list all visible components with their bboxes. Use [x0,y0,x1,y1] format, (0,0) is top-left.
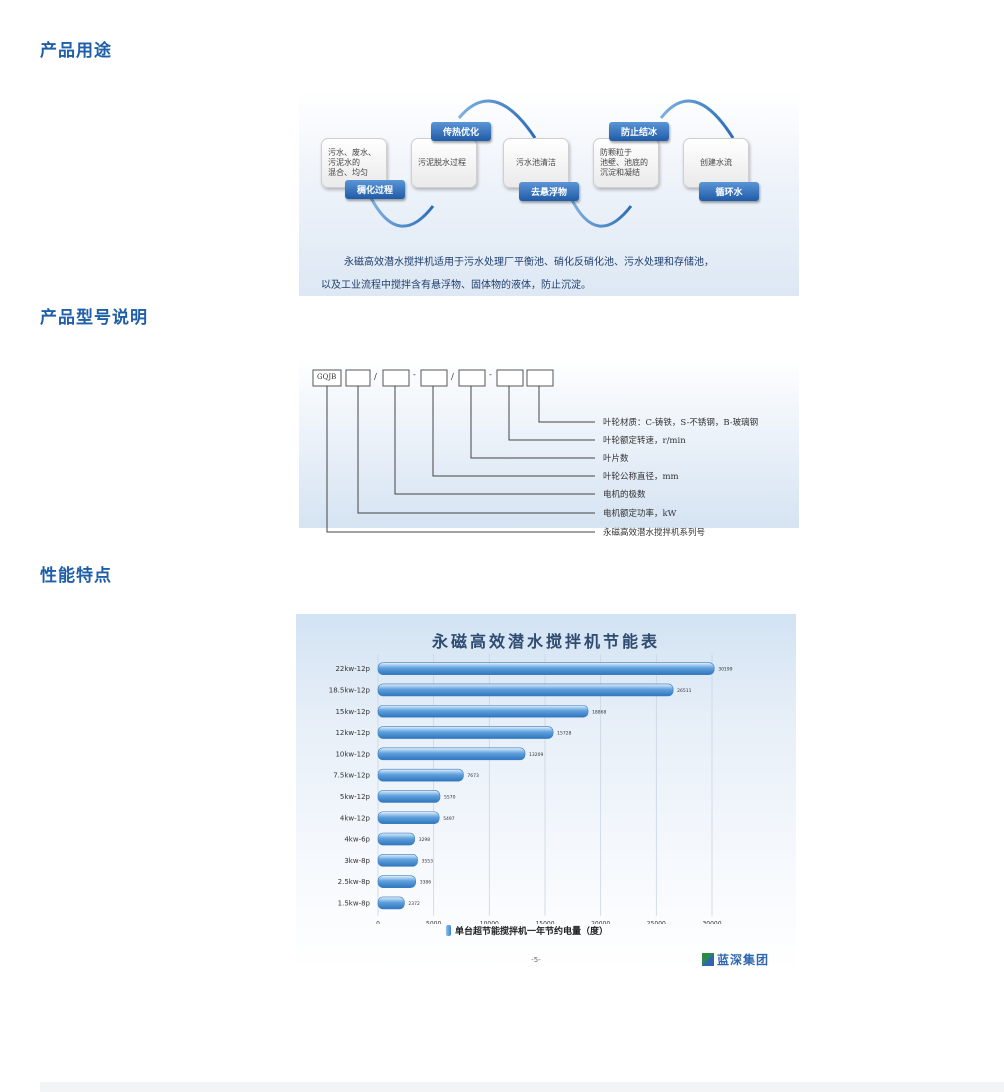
section-title-usage: 产品用途 [40,41,112,61]
logo-text: 蓝深集团 [717,953,770,967]
usage-tag-1: 稠化过程 [345,180,405,199]
data-label: 3298 [419,837,431,843]
usage-text-line2: 以及工业流程中搅拌含有悬浮物、固体物的液体，防止沉淀。 [321,280,591,291]
bar [377,832,416,846]
model-separator-4: - [489,370,492,380]
bar [377,747,526,761]
bar [377,875,416,888]
model-label-impeller-diameter: 叶轮公称直径，mm [603,472,679,482]
model-label-series-code: 永磁高效潜水搅拌机系列号 [603,528,706,538]
model-label-motor-poles: 电机的极数 [603,490,646,500]
data-label: 26511 [677,688,691,694]
usage-card-3: 污水池清洁 [503,138,569,188]
data-label: 3553 [422,858,434,864]
y-tick-label: 3kw-8p [344,857,370,865]
bar [377,662,715,675]
energy-saving-bar-chart: 0 5000 10000 15000 20000 25000 30000 22kw-12p 30… [329,654,733,924]
model-separator-1: / [374,372,377,382]
data-label: 5497 [443,816,455,822]
chart-title: 永磁高效潜水搅拌机节能表 [431,632,660,651]
model-separator-3: / [451,372,454,382]
chart-legend: 单台超节能搅拌机一年节约电量（度） [446,924,608,937]
x-tick-label: 15000 [535,921,554,924]
usage-card-1: 污水、废水、 污泥水的 混合、均匀 [321,138,387,188]
data-label: 5570 [444,794,456,800]
model-separator-2: - [413,370,416,380]
model-diagram: GQJB / - / - 叶轮材质：C-铸铁，S-不锈钢，B-玻璃钢 叶轮额定转… [299,356,799,538]
model-label-impeller-speed: 叶轮额定转速，r/min [603,436,686,446]
company-logo: 蓝深集团 [702,951,769,968]
x-tick-label: 30000 [702,921,721,924]
bar [377,683,674,697]
model-label-impeller-material: 叶轮材质：C-铸铁，S-不锈钢，B-玻璃钢 [603,418,759,428]
bar [377,790,441,803]
legend-label: 单台超节能搅拌机一年节约电量（度） [455,927,609,937]
section-title-features: 性能特点 [40,566,112,586]
bar [377,811,440,825]
bar [377,896,405,910]
data-label: 3386 [420,880,432,886]
y-tick-label: 5kw-12p [340,793,371,801]
model-prefix: GQJB [317,373,337,381]
y-tick-label: 15kw-12p [335,708,370,716]
bar [377,854,418,867]
logo-mark-icon [702,953,714,966]
usage-card-2: 污泥脱水过程 [411,138,477,188]
data-label: 2372 [408,901,420,907]
usage-tag-2: 传热优化 [431,122,491,141]
x-tick-label: 5000 [426,921,441,924]
footer-band [40,1082,1004,1092]
energy-saving-chart-panel: 永磁高效潜水搅拌机节能表 0 5000 10000 15000 20000 25000 30… [296,614,796,972]
y-tick-label: 2.5kw-8p [338,878,371,886]
y-tick-label: 18.5kw-12p [329,686,371,694]
usage-tag-4: 防止结冰 [609,122,669,141]
x-tick-label: 25000 [647,921,666,924]
x-tick-label: 10000 [480,921,499,924]
y-tick-label: 4kw-6p [344,836,370,844]
y-tick-label: 4kw-12p [340,814,371,822]
y-tick-label: 22kw-12p [335,665,370,673]
data-label: 7673 [467,773,479,779]
y-tick-label: 12kw-12p [335,729,370,737]
x-tick-label: 0 [376,921,380,924]
y-tick-label: 1.5kw-8p [338,899,371,907]
y-tick-label: 7.5kw-12p [333,772,370,780]
page-number: -5- [531,956,541,964]
data-label: 15728 [557,731,571,737]
usage-diagram: 污水、废水、 污泥水的 混合、均匀 污泥脱水过程 污水池清洁 防颗粒于 池壁、池… [299,90,799,296]
bar [377,726,554,739]
model-label-blade-count: 叶片数 [603,454,629,464]
usage-tag-3: 去悬浮物 [519,182,579,201]
legend-swatch [446,925,451,936]
usage-card-4: 防颗粒于 池壁、池底的 沉淀和凝结 [593,138,659,188]
data-label: 30199 [718,667,732,673]
data-label: 18868 [592,709,606,715]
usage-card-5: 创建水流 [683,138,749,188]
model-label-motor-power: 电机额定功率，kW [603,509,677,519]
bar [377,768,464,782]
y-tick-label: 10kw-12p [335,750,370,758]
model-code-lines [312,369,595,533]
section-title-model: 产品型号说明 [40,308,148,328]
usage-tag-5: 循环水 [699,182,759,201]
x-tick-label: 20000 [591,921,610,924]
usage-connector-arcs [369,99,735,228]
data-label: 13209 [529,752,543,758]
bar [377,704,589,718]
usage-text-line1: 永磁高效潜水搅拌机适用于污水处理厂平衡池、硝化反硝化池、污水处理和存储池， [344,257,714,268]
